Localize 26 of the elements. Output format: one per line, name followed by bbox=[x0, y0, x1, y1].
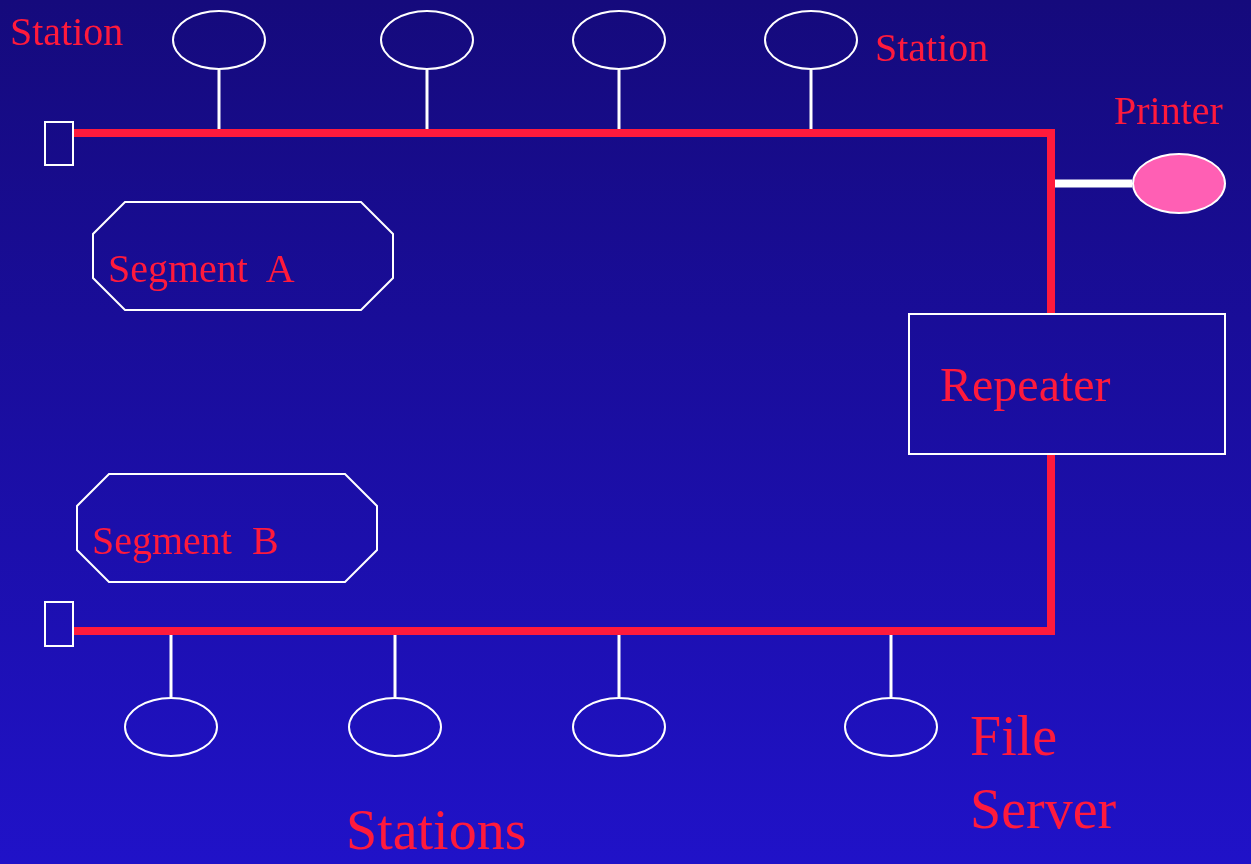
station-node bbox=[124, 697, 218, 757]
node-caption: Printer bbox=[1114, 87, 1224, 135]
node-caption: File Server bbox=[970, 704, 1118, 842]
station-node bbox=[380, 10, 474, 70]
segment-label-box: Segment A bbox=[92, 201, 394, 311]
drop-cable bbox=[617, 70, 621, 129]
group-caption: Stations bbox=[346, 800, 528, 862]
terminator bbox=[44, 601, 74, 647]
station-node bbox=[172, 10, 266, 70]
station-node bbox=[764, 10, 858, 70]
drop-cable bbox=[169, 635, 173, 697]
station-node bbox=[572, 697, 666, 757]
drop-cable bbox=[889, 635, 893, 697]
segment-label-box: Segment B bbox=[76, 473, 378, 583]
drop-cable bbox=[425, 70, 429, 129]
terminator bbox=[44, 121, 74, 166]
node-caption: Station bbox=[875, 24, 990, 72]
drop-cable bbox=[617, 635, 621, 697]
station-node bbox=[348, 697, 442, 757]
drop-cable bbox=[393, 635, 397, 697]
node-caption: Station bbox=[10, 8, 125, 56]
station-node bbox=[844, 697, 938, 757]
repeater-box: Repeater bbox=[908, 313, 1226, 455]
drop-cable bbox=[217, 70, 221, 129]
drop-cable bbox=[809, 70, 813, 129]
station-node bbox=[572, 10, 666, 70]
